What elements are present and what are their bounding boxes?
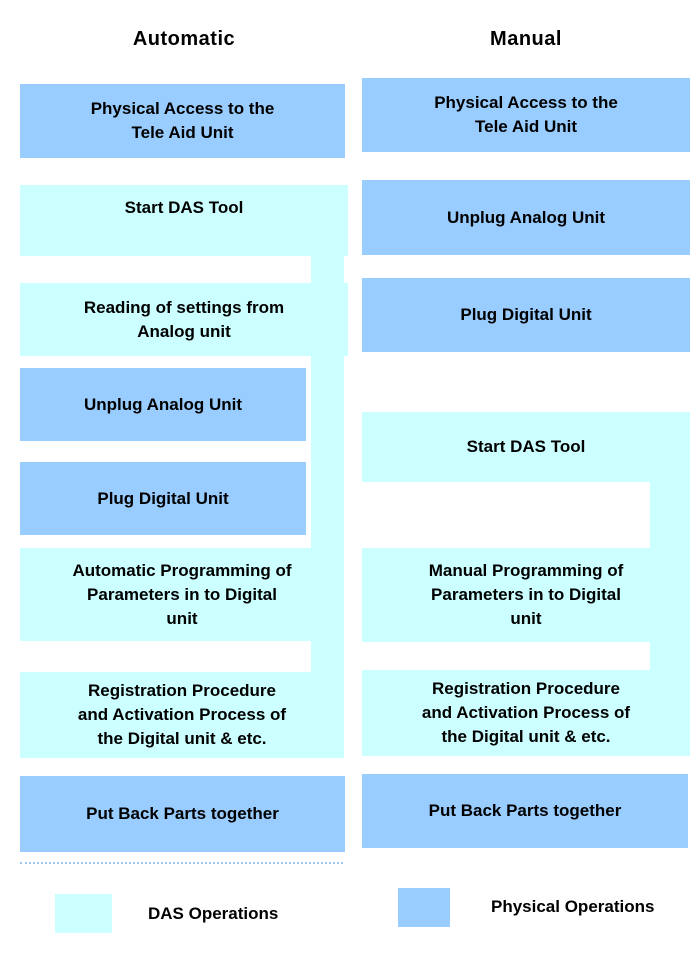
legend-physical-label: Physical Operations (491, 897, 655, 916)
column-header-automatic: Automatic (132, 28, 236, 50)
step-auto-put-back-parts: Put Back Parts together (20, 776, 345, 852)
step-manual-unplug-analog: Unplug Analog Unit (362, 180, 690, 255)
das-connector-strip (311, 185, 344, 758)
step-manual-physical-access: Physical Access to the Tele Aid Unit (362, 78, 690, 152)
legend-physical-swatch (398, 888, 450, 927)
step-auto-programming: Automatic Programming of Parameters in t… (20, 548, 344, 641)
step-manual-registration: Registration Procedure and Activation Pr… (421, 679, 631, 746)
step-manual-plug-digital: Plug Digital Unit (362, 278, 690, 352)
legend-das-swatch (55, 894, 112, 933)
legend-das-label: DAS Operations (148, 904, 279, 923)
das-block-background (362, 412, 690, 756)
step-manual-put-back-parts: Put Back Parts together (362, 774, 688, 848)
step-auto-reading-settings: Reading of settings from Analog unit (20, 283, 348, 356)
dotted-guide-line (20, 862, 343, 864)
das-block-separator-2 (362, 642, 650, 670)
step-manual-start-das-tool: Start DAS Tool (466, 437, 586, 456)
step-auto-start-das-tool: Start DAS Tool (20, 185, 348, 256)
step-auto-unplug-analog: Unplug Analog Unit (20, 368, 306, 441)
das-block-separator-1 (362, 482, 650, 548)
column-header-manual: Manual (490, 28, 562, 50)
step-auto-registration: Registration Procedure and Activation Pr… (20, 672, 344, 758)
step-auto-physical-access: Physical Access to the Tele Aid Unit (20, 84, 345, 158)
step-manual-programming: Manual Programming of Parameters in to D… (428, 561, 624, 628)
step-auto-plug-digital: Plug Digital Unit (20, 462, 306, 535)
